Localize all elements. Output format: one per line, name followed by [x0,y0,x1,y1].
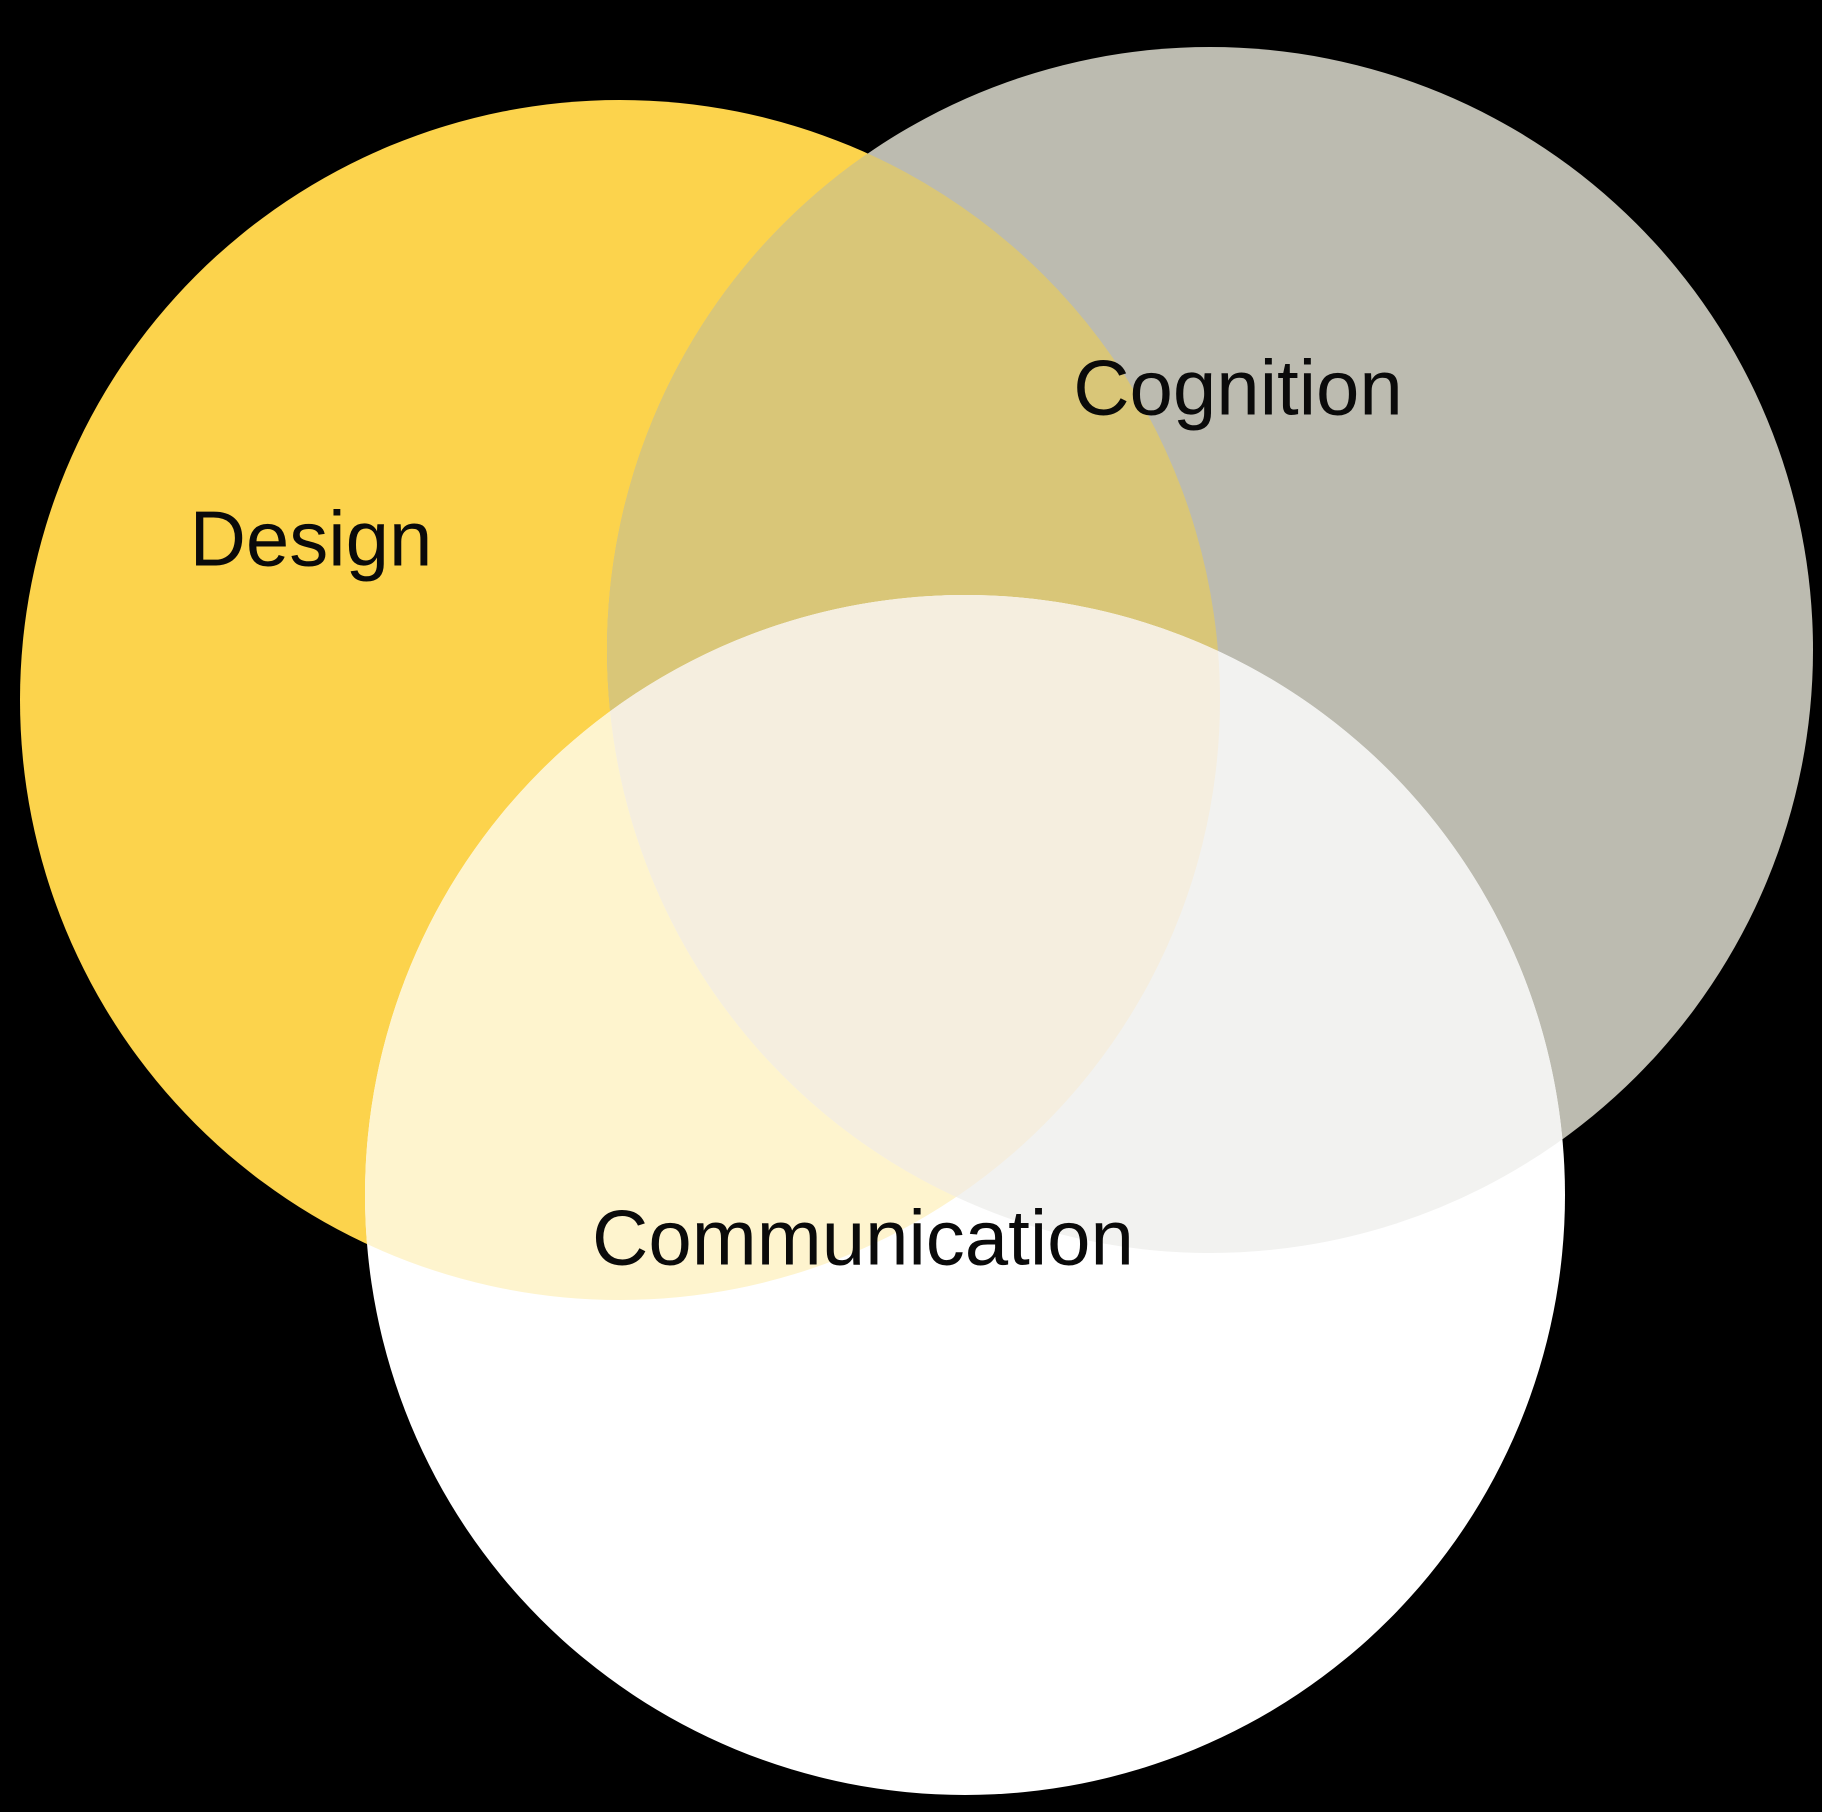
venn-label-design: Design [190,495,433,583]
venn-label-communication: Communication [592,1194,1134,1282]
venn-label-cognition: Cognition [1073,344,1403,432]
